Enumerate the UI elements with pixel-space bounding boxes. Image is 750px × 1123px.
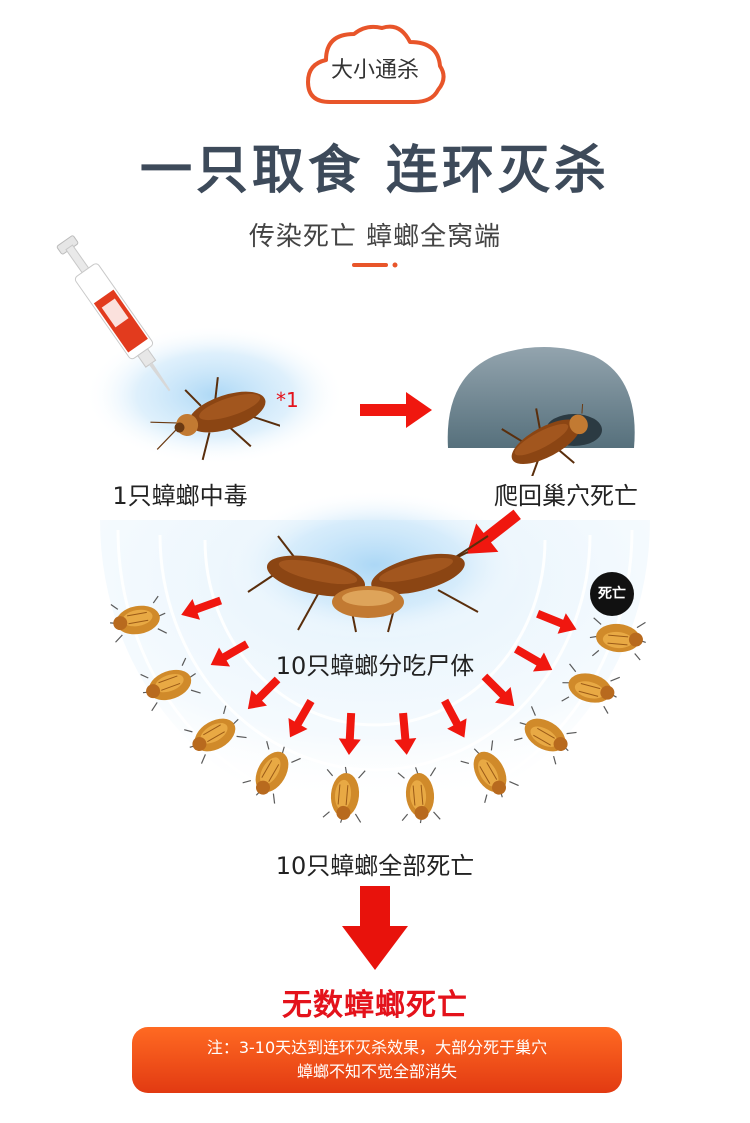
badge-label: 大小通杀 <box>330 58 419 83</box>
step-label-return-nest: 爬回巢穴死亡 <box>494 482 638 510</box>
cockroach-icon <box>501 404 588 476</box>
cloud-badge <box>306 24 446 104</box>
cockroach-icon <box>150 377 280 461</box>
result-text: 无数蟑螂死亡 <box>282 988 468 1023</box>
note-line-1: 注：3-10天达到连环灭杀效果，大部分死于巢穴 <box>206 1038 548 1057</box>
cockroach-icon <box>247 535 489 633</box>
step-label-eat-corpse: 10只蟑螂分吃尸体 <box>275 652 475 680</box>
step-label-poisoned: 1只蟑螂中毒 <box>112 482 248 510</box>
arrow-icon <box>342 886 408 970</box>
step-label-all-dead: 10只蟑螂全部死亡 <box>275 852 475 880</box>
death-badge: 死亡 <box>590 572 634 616</box>
title-underline <box>352 262 398 268</box>
syringe-icon <box>56 235 171 392</box>
poison-marker: *1 <box>276 388 299 412</box>
note-box: 注：3-10天达到连环灭杀效果，大部分死于巢穴 蟑螂不知不觉全部消失 <box>132 1027 622 1093</box>
page-subtitle: 传染死亡 蟑螂全窝端 <box>248 222 502 252</box>
arrow-icon <box>360 392 432 428</box>
note-line-2: 蟑螂不知不觉全部消失 <box>296 1062 457 1081</box>
page-title: 一只取食 连环灭杀 <box>139 141 611 201</box>
